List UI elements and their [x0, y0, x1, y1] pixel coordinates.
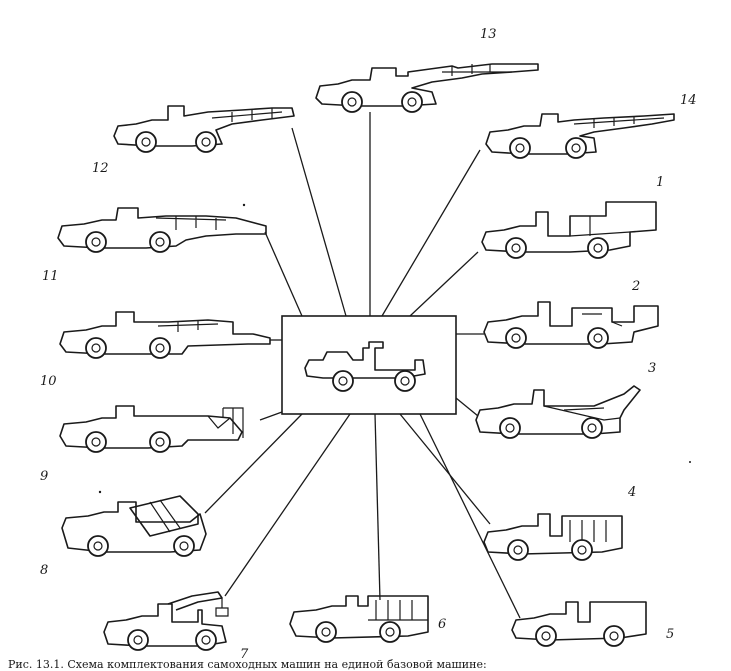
label-2: 2 — [631, 279, 640, 294]
vehicle-6 — [289, 595, 429, 643]
figure-caption: Рис. 13.1. Схема комплектования самоходн… — [8, 658, 487, 671]
vehicle-14 — [485, 113, 675, 159]
connector-4 — [399, 413, 491, 525]
connector-11 — [264, 231, 303, 317]
label-10: 10 — [40, 374, 57, 389]
label-5: 5 — [666, 627, 674, 642]
connector-8 — [204, 413, 303, 514]
vehicle-8 — [61, 495, 207, 557]
connector-14 — [381, 149, 481, 317]
vehicle-3 — [475, 385, 641, 439]
vehicle-12 — [113, 105, 295, 153]
vehicle-9 — [59, 405, 244, 453]
center-box — [281, 315, 457, 415]
connector-lines — [204, 112, 521, 619]
connector-12 — [291, 127, 347, 317]
label-7: 7 — [240, 647, 249, 662]
vehicle-11 — [57, 207, 267, 253]
label-3: 3 — [648, 361, 656, 376]
base-vehicle — [304, 341, 426, 392]
label-1: 1 — [656, 175, 664, 190]
label-11: 11 — [42, 269, 59, 284]
label-9: 9 — [40, 469, 48, 484]
connector-3 — [455, 397, 479, 417]
vehicle-7 — [103, 591, 229, 651]
scan-marks — [98, 203, 691, 494]
label-6: 6 — [438, 617, 446, 632]
connector-5 — [419, 413, 521, 619]
connector-9 — [259, 411, 283, 421]
label-13: 13 — [480, 27, 497, 42]
label-12: 12 — [92, 161, 109, 176]
label-14: 14 — [680, 93, 697, 108]
label-4: 4 — [627, 485, 636, 500]
connector-1 — [409, 251, 479, 317]
vehicle-1 — [481, 201, 657, 259]
vehicle-2 — [483, 301, 659, 349]
connector-7 — [224, 413, 351, 597]
center-base-machine — [281, 315, 457, 415]
label-8: 8 — [40, 563, 48, 578]
vehicle-4 — [483, 513, 623, 561]
vehicle-13 — [315, 63, 539, 113]
vehicle-10 — [59, 311, 271, 359]
connector-6 — [374, 413, 381, 601]
vehicle-5 — [511, 601, 647, 647]
